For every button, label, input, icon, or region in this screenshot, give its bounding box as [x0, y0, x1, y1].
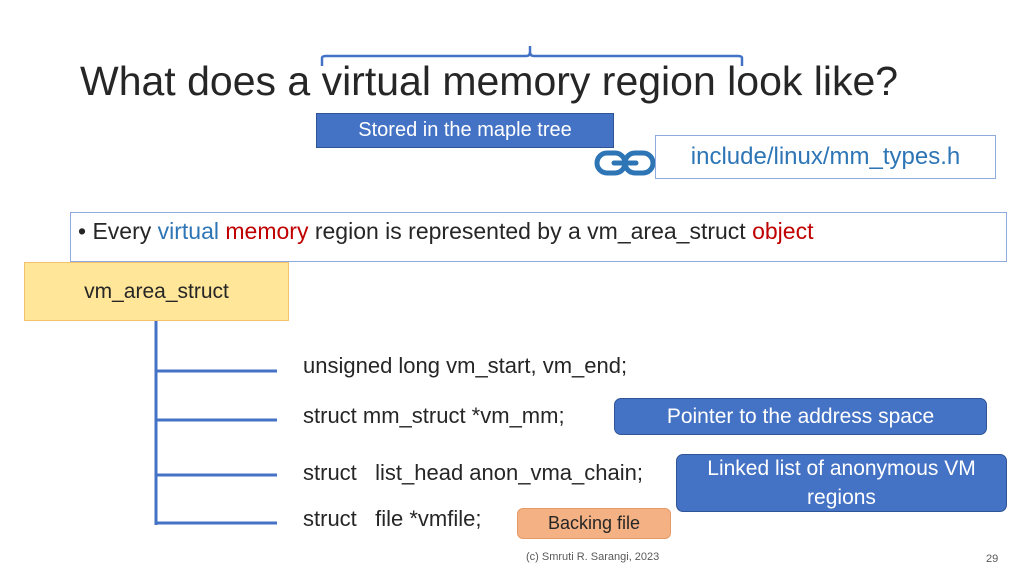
field-anon-vma-chain: struct list_head anon_vma_chain;: [303, 460, 643, 485]
link-icon[interactable]: [594, 148, 656, 178]
backing-file-annotation: Backing file: [517, 508, 671, 539]
field-vm-mm: struct mm_struct *vm_mm;: [303, 403, 565, 428]
bullet-part1: Every: [92, 218, 158, 244]
tree-connector: [154, 321, 277, 525]
footer-credit: (c) Smruti R. Sarangi, 2023: [526, 551, 660, 563]
word-object: object: [752, 218, 814, 244]
bullet-part2: region is represented by a vm_area_struc…: [308, 218, 753, 244]
page-number: 29: [986, 553, 999, 565]
include-path-link[interactable]: include/linux/mm_types.h: [655, 135, 996, 179]
word-memory: memory: [225, 218, 309, 244]
vm-area-struct-box: vm_area_struct: [24, 262, 289, 321]
bullet-box: [70, 212, 1007, 262]
field-vmfile: struct file *vmfile;: [303, 506, 482, 531]
word-virtual: virtual: [157, 218, 219, 244]
vm-mm-annotation: Pointer to the address space: [614, 398, 987, 435]
bullet-text: • Every virtual memory region is represe…: [78, 218, 813, 245]
bullet-marker: •: [78, 218, 87, 244]
maple-tree-label: Stored in the maple tree: [316, 113, 614, 148]
field-vm-start-end: unsigned long vm_start, vm_end;: [303, 353, 628, 378]
slide-title: What does a virtual memory region look l…: [80, 58, 899, 104]
anon-vma-chain-annotation: Linked list of anonymous VM regions: [676, 454, 1007, 512]
bracket-icon: [320, 46, 744, 66]
